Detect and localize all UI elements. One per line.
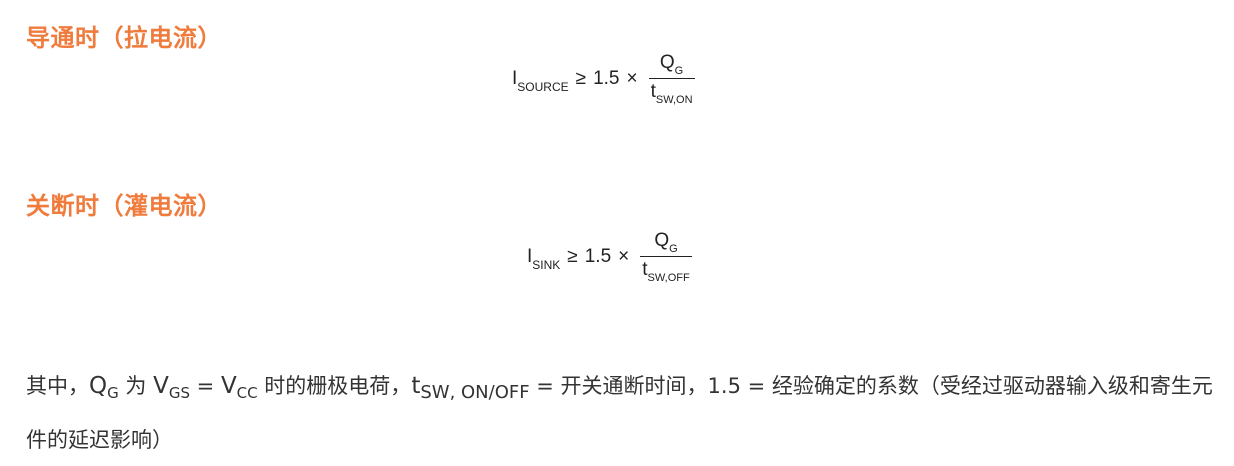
- fraction-bar: [640, 256, 692, 257]
- formula-fraction: QG tSW,ON: [648, 52, 695, 106]
- fraction-bar: [648, 78, 695, 79]
- formula-sink-current: ISINK ≥ 1.5 × QG tSW,OFF: [527, 230, 692, 284]
- formula-relation: ≥: [575, 67, 587, 89]
- formula-relation: ≥: [567, 245, 578, 267]
- formula-coefficient: 1.5: [593, 67, 620, 89]
- formula-lhs: ISOURCE: [512, 67, 569, 94]
- heading-turn-on: 导通时（拉电流）: [26, 24, 222, 52]
- formula-lhs: ISINK: [527, 245, 561, 272]
- formula-times: ×: [618, 245, 630, 267]
- fraction-denominator: tSW,OFF: [642, 259, 690, 284]
- fraction-numerator: QG: [654, 230, 678, 255]
- fraction-numerator: QG: [659, 52, 684, 77]
- fraction-denominator: tSW,ON: [650, 81, 693, 106]
- formula-times: ×: [626, 67, 638, 89]
- formula-source-current: ISOURCE ≥ 1.5 × QG tSW,ON: [512, 52, 695, 106]
- formula-coefficient: 1.5: [584, 245, 612, 267]
- heading-turn-off: 关断时（灌电流）: [26, 192, 222, 220]
- explanation-paragraph: 其中，QG 为 VGS = VCC 时的栅极电荷，tSW, ON/OFF = 开…: [26, 373, 1213, 452]
- formula-fraction: QG tSW,OFF: [640, 230, 692, 284]
